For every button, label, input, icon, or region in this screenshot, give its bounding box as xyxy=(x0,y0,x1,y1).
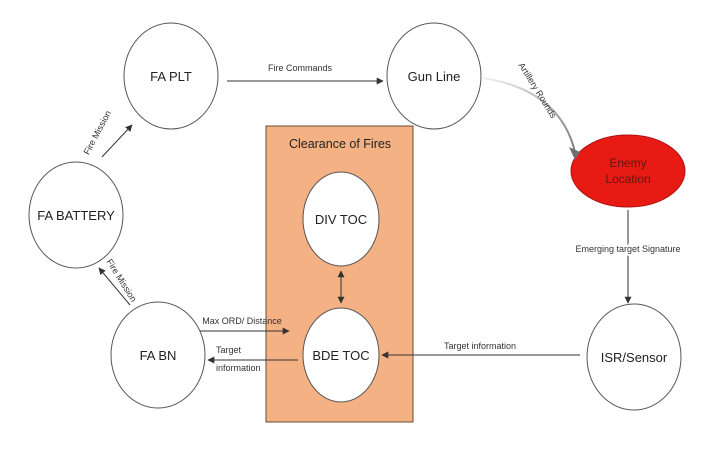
node-bde-toc: BDE TOC xyxy=(302,307,380,403)
artillery-rounds-arrow xyxy=(482,77,576,153)
bde-toc-label: BDE TOC xyxy=(312,348,369,363)
fire-mission-bottom-arrow xyxy=(98,267,131,306)
artillery-rounds-arrowhead xyxy=(569,147,580,160)
node-enemy-location: Enemy Location xyxy=(570,134,686,208)
enemy-location-label-line1: Enemy xyxy=(609,156,646,170)
artillery-rounds-label: Artillery Rounds xyxy=(516,61,558,121)
node-div-toc: DIV TOC xyxy=(302,171,380,267)
fa-bn-label: FA BN xyxy=(140,348,177,363)
node-fa-plt: FA PLT xyxy=(123,22,219,130)
node-isr-sensor: ISR/Sensor xyxy=(586,303,682,411)
clearance-panel-title: Clearance of Fires xyxy=(289,137,391,151)
fa-battery-label: FA BATTERY xyxy=(37,208,115,223)
emerging-target-label: Emerging target Signature xyxy=(575,244,680,254)
gun-line-circle xyxy=(386,22,482,130)
gun-line-label: Gun Line xyxy=(408,69,461,84)
fire-mission-top-arrow xyxy=(101,124,133,158)
fa-plt-circle xyxy=(123,22,219,130)
fa-battery-circle xyxy=(28,161,124,269)
max-ord-label: Max ORD/ Distance xyxy=(202,316,282,326)
bde-toc-circle xyxy=(302,307,380,403)
isr-sensor-circle xyxy=(586,303,682,411)
node-fa-bn: FA BN xyxy=(110,301,206,409)
target-info-bn-label-line1: Target xyxy=(216,345,242,355)
enemy-location-label-line2: Location xyxy=(605,172,650,186)
fa-plt-label: FA PLT xyxy=(150,69,192,84)
node-fa-battery: FA BATTERY xyxy=(28,161,124,269)
div-toc-circle xyxy=(302,171,380,267)
enemy-location-ellipse xyxy=(570,134,686,208)
fire-mission-top-label: Fire Mission xyxy=(82,109,114,157)
div-toc-label: DIV TOC xyxy=(315,212,367,227)
node-gun-line: Gun Line xyxy=(386,22,482,130)
target-info-isr-label: Target information xyxy=(444,341,516,351)
fa-bn-circle xyxy=(110,301,206,409)
target-info-bn-label-line2: information xyxy=(216,363,261,373)
isr-sensor-label: ISR/Sensor xyxy=(601,350,668,365)
fire-commands-label: Fire Commands xyxy=(268,63,333,73)
